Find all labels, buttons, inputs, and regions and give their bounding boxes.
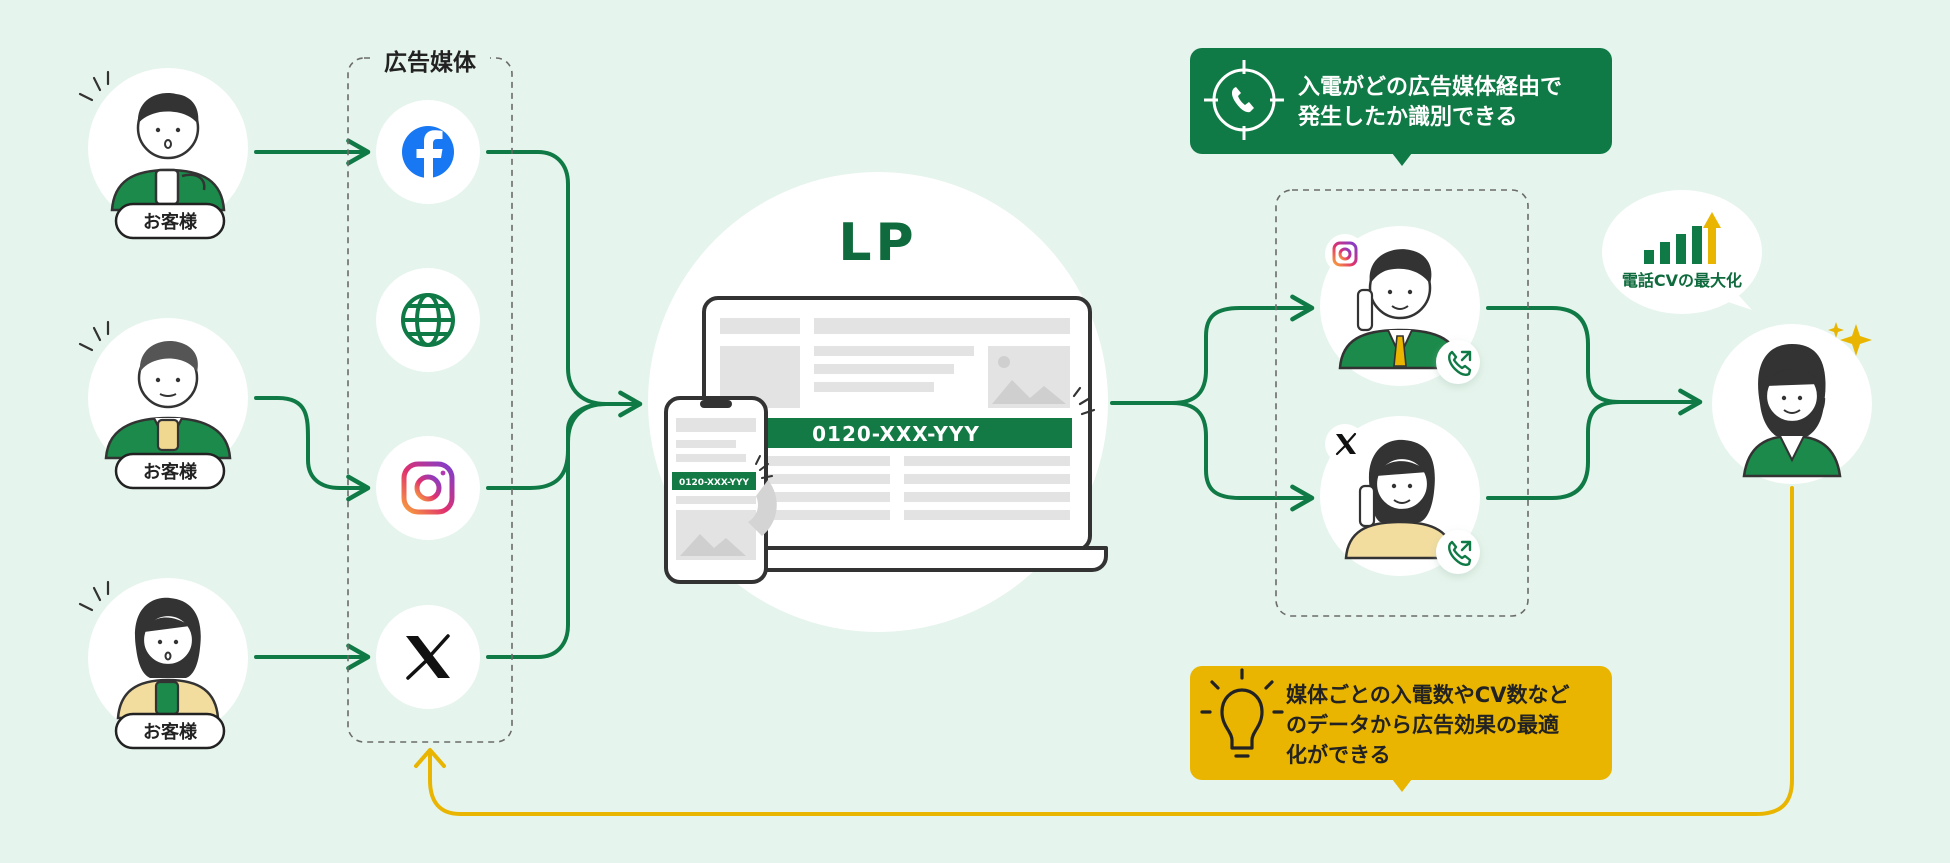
callout-identify-line-2: 発生したか識別できる <box>1297 104 1518 130</box>
callout-optimize-line-1: 媒体ごとの入電数やCV数など <box>1286 683 1569 707</box>
arrow-instagram-lp <box>486 402 608 490</box>
feedback-arrowhead <box>414 748 446 768</box>
customer-label-badge: お客様 <box>114 452 226 490</box>
media-group: 広告媒体 <box>347 44 513 743</box>
attention-marks-icon <box>78 580 110 612</box>
customer-label: お客様 <box>143 461 198 483</box>
result-operator <box>1712 322 1872 484</box>
phone-call-icon <box>1448 350 1472 376</box>
phone-target-icon <box>1204 60 1284 140</box>
customer-avatar-3 <box>116 597 220 720</box>
customer-1: お客様 <box>78 68 248 240</box>
mobile-phone-banner <box>672 472 756 490</box>
callout-identify: 入電がどの広告媒体経由で 発生したか識別できる <box>1190 48 1612 166</box>
svg-text:媒体ごとの入電数やCV数など のデータから広告効: 媒体ごとの入電数やCV数など のデータから広告効果の最適 化ができる <box>1286 683 1577 767</box>
globe-icon <box>401 293 455 347</box>
lp-phone-number: 0120-XXX-YYY <box>812 422 980 446</box>
arrow-lp-operator1 <box>1170 294 1315 405</box>
arrow-operator2-result <box>1486 400 1622 500</box>
customer-label-badge: お客様 <box>114 712 226 750</box>
customer-2: お客様 <box>78 318 248 490</box>
facebook-icon <box>402 126 454 180</box>
customer-3: お客様 <box>78 578 248 750</box>
customer-label: お客様 <box>143 721 198 743</box>
svg-text:入電がどの広告媒体経由で 発生したか識別できる: 入電がどの広告媒体経由で 発生したか識別できる <box>1297 74 1570 130</box>
arrow-x-lp <box>486 402 608 659</box>
result-bubble: 電話CVの最大化 <box>1602 190 1762 314</box>
landing-page: LP <box>648 172 1108 632</box>
callout-optimize: 媒体ごとの入電数やCV数など のデータから広告効果の最適 化ができる <box>1190 666 1612 792</box>
attention-marks-icon <box>78 320 110 352</box>
laptop-illustration: 0120-XXX-YYY <box>688 296 1108 572</box>
media-x <box>376 605 480 709</box>
operators-group-frame <box>1275 189 1529 617</box>
arrow-customer2-instagram <box>254 396 371 502</box>
customer-avatar-1 <box>110 93 226 212</box>
customer-label: お客様 <box>143 211 198 233</box>
lightbulb-icon <box>1200 668 1284 758</box>
arrow-lp-operator2 <box>1170 401 1315 512</box>
media-facebook <box>376 100 480 204</box>
instagram-icon <box>1332 241 1358 267</box>
feedback-loop-line <box>428 486 1794 816</box>
connectors <box>254 138 1703 671</box>
lp-phone-banner <box>760 418 1072 448</box>
customer-label-badge: お客様 <box>114 202 226 240</box>
operator-2 <box>1320 416 1480 576</box>
sparkle-icon <box>1828 322 1872 356</box>
operators-group <box>1275 189 1529 617</box>
media-web <box>376 268 480 372</box>
result-label: 電話CVの最大化 <box>1622 271 1742 290</box>
operator-1 <box>1320 226 1480 386</box>
media-instagram <box>376 436 480 540</box>
arrow-operator1-result <box>1486 306 1622 404</box>
phone-call-icon <box>1448 540 1472 566</box>
mobile-phone-number: 0120-XXX-YYY <box>679 478 750 488</box>
headset-icon <box>1758 366 1826 424</box>
bar-chart-up-icon <box>1644 212 1721 264</box>
customer-avatar-2 <box>104 341 232 460</box>
attention-marks-icon <box>78 70 110 102</box>
x-icon <box>406 634 450 680</box>
arrow-facebook-lp <box>486 150 608 406</box>
callout-optimize-line-2: のデータから広告効果の最適 <box>1286 713 1559 737</box>
x-icon <box>1335 432 1357 456</box>
callout-identify-line-1: 入電がどの広告媒体経由で <box>1298 74 1562 100</box>
media-group-title: 広告媒体 <box>384 49 477 76</box>
lp-title: LP <box>838 213 917 273</box>
instagram-icon <box>401 461 455 515</box>
smartphone-illustration: 0120-XXX-YYY <box>664 396 777 584</box>
callout-optimize-line-3: 化ができる <box>1286 743 1391 767</box>
